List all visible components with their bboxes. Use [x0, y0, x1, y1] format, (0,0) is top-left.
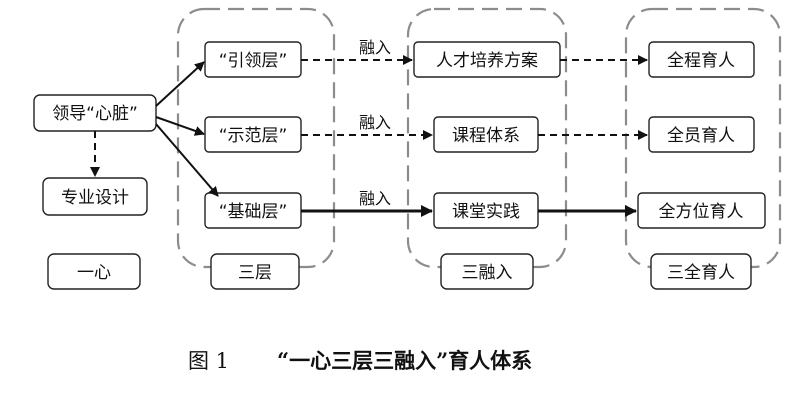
arrow-heart-to-base — [155, 123, 219, 197]
arrow-heart-to-demo — [155, 116, 205, 136]
node-one-heart: 一心 — [47, 253, 141, 290]
node-lead-layer: “引领层” — [204, 41, 302, 78]
node-three-all: 三全育人 — [650, 253, 752, 290]
node-whole-process: 全程育人 — [648, 41, 755, 78]
edge-label-top: 融入 — [359, 38, 391, 57]
node-classroom-practice-label: 课堂实践 — [452, 202, 520, 222]
node-whole-process-label: 全程育人 — [667, 51, 735, 71]
figure-label: 图 1 — [188, 349, 229, 373]
node-all-round: 全方位育人 — [637, 192, 766, 229]
node-all-staff: 全员育人 — [648, 116, 755, 153]
node-three-layers-label: 三层 — [238, 263, 272, 283]
node-professional-design-label: 专业设计 — [61, 188, 129, 208]
node-three-layers: 三层 — [210, 253, 300, 290]
node-lead-layer-label: “引领层” — [219, 51, 288, 71]
node-professional-design: 专业设计 — [42, 177, 148, 216]
node-three-integrations: 三融入 — [440, 253, 534, 290]
node-leader-heart-label: 领导“心脏” — [52, 104, 138, 124]
edge-label-bottom: 融入 — [359, 189, 391, 208]
node-leader-heart: 领导“心脏” — [33, 94, 157, 132]
node-three-all-label: 三全育人 — [667, 263, 735, 283]
node-three-integrations-label: 三融入 — [462, 263, 513, 283]
node-course-system: 课程体系 — [433, 116, 539, 153]
arrow-heart-to-lead — [155, 61, 205, 107]
node-demo-layer-label: “示范层” — [219, 126, 288, 146]
node-one-heart-label: 一心 — [77, 263, 111, 283]
node-demo-layer: “示范层” — [204, 116, 302, 153]
figure-title: “一心三层三融入”育人体系 — [277, 348, 532, 373]
node-all-staff-label: 全员育人 — [667, 126, 735, 146]
node-classroom-practice: 课堂实践 — [433, 192, 539, 229]
edge-label-middle: 融入 — [359, 113, 391, 132]
node-talent-plan: 人才培养方案 — [413, 41, 561, 78]
node-talent-plan-label: 人才培养方案 — [436, 51, 538, 71]
node-course-system-label: 课程体系 — [452, 126, 520, 146]
node-base-layer: “基础层” — [204, 192, 302, 229]
node-base-layer-label: “基础层” — [219, 202, 288, 222]
node-all-round-label: 全方位育人 — [659, 202, 744, 222]
